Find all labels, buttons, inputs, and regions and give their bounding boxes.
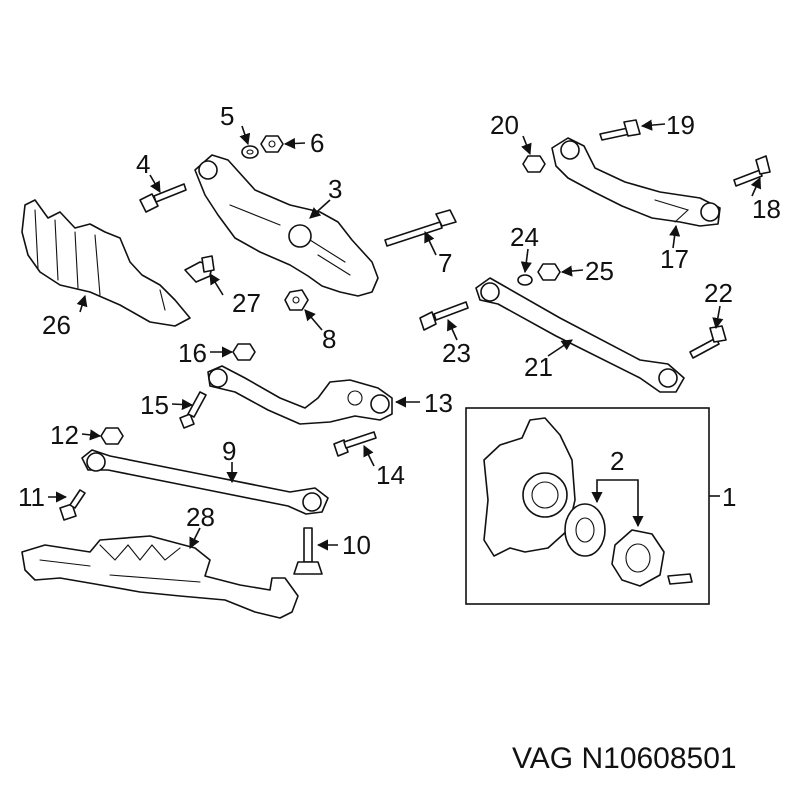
- callout-13: 13: [424, 388, 453, 418]
- callout-26: 26: [42, 310, 71, 340]
- part-14-bolt: [333, 431, 377, 457]
- callout-16: 16: [178, 338, 207, 368]
- part-11-bolt: [59, 489, 86, 521]
- part-number-caption: VAG N10608501: [512, 742, 737, 775]
- leader-lines: [48, 119, 762, 551]
- part-13-upper-control-arm: [207, 365, 393, 425]
- callout-15: 15: [140, 390, 169, 420]
- callout-27: 27: [232, 288, 261, 318]
- part-8-nut: [284, 289, 309, 311]
- part-24-washer: [517, 274, 533, 286]
- callout-12: 12: [50, 420, 79, 450]
- callout-4: 4: [136, 149, 150, 179]
- callout-19: 19: [666, 110, 695, 140]
- part-9-lower-link: [81, 449, 329, 515]
- part-27-push-clip: [184, 255, 215, 283]
- part-7-long-bolt: [384, 209, 457, 247]
- callout-28: 28: [186, 502, 215, 532]
- part-12-nut: [100, 427, 124, 445]
- callout-2: 2: [610, 446, 624, 476]
- callout-17: 17: [660, 244, 689, 274]
- callout-23: 23: [442, 338, 471, 368]
- callout-18: 18: [752, 194, 781, 224]
- callout-21: 21: [524, 352, 553, 382]
- callout-20: 20: [490, 110, 519, 140]
- callout-1: 1: [722, 482, 736, 512]
- part-16-nut: [232, 343, 256, 361]
- part-15-bolt: [179, 391, 207, 429]
- part-20-nut: [522, 155, 546, 173]
- callout-25: 25: [585, 256, 614, 286]
- callout-6: 6: [310, 128, 324, 158]
- callout-5: 5: [220, 101, 234, 131]
- part-1-knuckle-assembly-box: [465, 407, 710, 605]
- callout-8: 8: [322, 324, 336, 354]
- callout-10: 10: [342, 530, 371, 560]
- part-3-subframe-bracket: [194, 154, 379, 297]
- callout-22: 22: [704, 278, 733, 308]
- part-17-upper-arm: [551, 137, 721, 227]
- callout-11: 11: [18, 482, 45, 512]
- callout-labels: 1 2 3 4 5 6 7 8 9 10 11 12 13 14 15 16 1…: [18, 101, 781, 560]
- callout-3: 3: [328, 174, 342, 204]
- callout-7: 7: [438, 248, 452, 278]
- part-10-bolt: [293, 527, 323, 575]
- callout-14: 14: [376, 460, 405, 490]
- part-22-bolt: [689, 325, 727, 359]
- part-4-bolt: [139, 183, 187, 213]
- part-28-rear-beam: [21, 535, 299, 619]
- part-2-hub-bearing: [564, 503, 693, 587]
- part-21-lower-arm: [475, 277, 685, 393]
- callout-24: 24: [510, 222, 539, 252]
- part-26-heat-shield: [21, 199, 191, 327]
- part-25-nut: [537, 263, 561, 281]
- part-23-bolt: [419, 301, 469, 331]
- part-19-bolt: [599, 119, 641, 141]
- part-6-nut: [260, 135, 284, 153]
- part-5-washer: [241, 145, 259, 159]
- callout-9: 9: [222, 436, 236, 466]
- part-18-bolt: [733, 155, 771, 187]
